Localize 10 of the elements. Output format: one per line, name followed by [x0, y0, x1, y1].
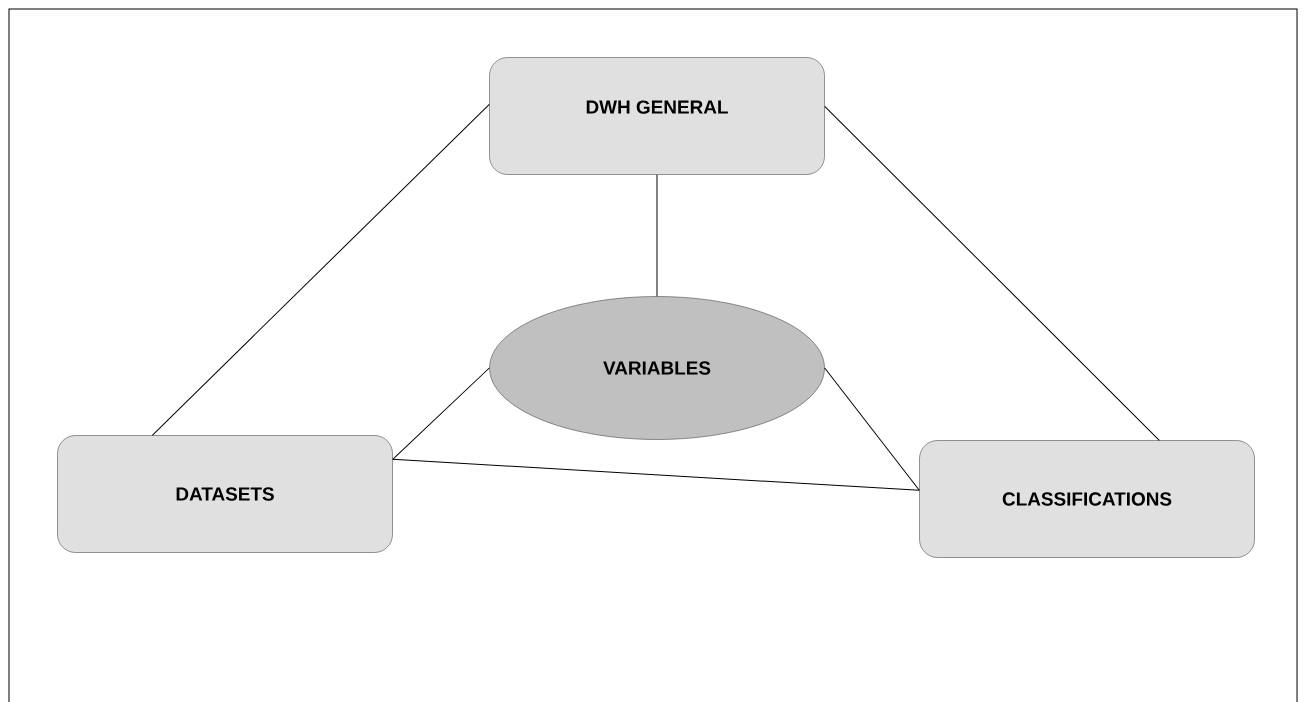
process-box: DATASETS [57, 435, 393, 553]
connector-line [656, 174, 658, 297]
connector-line [824, 367, 920, 491]
process-box: DWH GENERAL [489, 57, 825, 175]
connector-line [392, 458, 920, 491]
connector-line [151, 103, 490, 436]
ellipse-node: VARIABLES [489, 296, 825, 440]
connector-line [392, 367, 490, 460]
connector-line [824, 105, 1160, 441]
process-box: CLASSIFICATIONS [919, 440, 1255, 558]
